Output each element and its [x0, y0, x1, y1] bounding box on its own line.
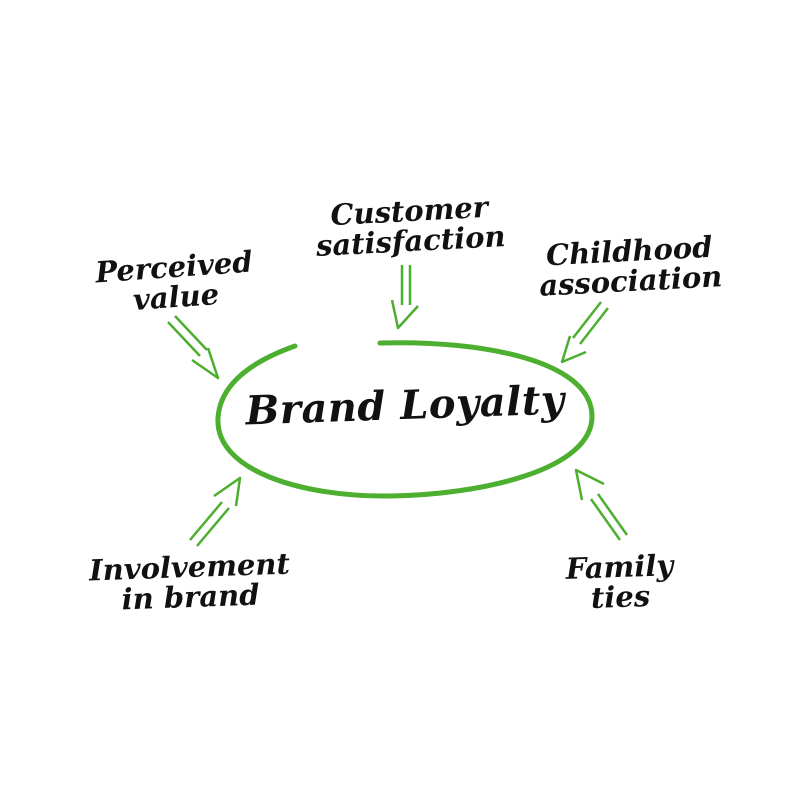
factor-customer-satisfaction: Customer satisfaction — [299, 190, 522, 263]
factor-family-ties: Family ties — [544, 548, 696, 615]
factor-involvement-in-brand: Involvement in brand — [69, 547, 311, 617]
center-ellipse — [215, 340, 595, 499]
arrow-childhood — [560, 301, 609, 364]
arrow-customer — [390, 265, 419, 330]
arrow-perceived — [167, 315, 220, 380]
arrow-involvement — [189, 476, 242, 547]
arrow-family — [574, 468, 629, 541]
factor-childhood-association: Childhood association — [519, 230, 742, 303]
